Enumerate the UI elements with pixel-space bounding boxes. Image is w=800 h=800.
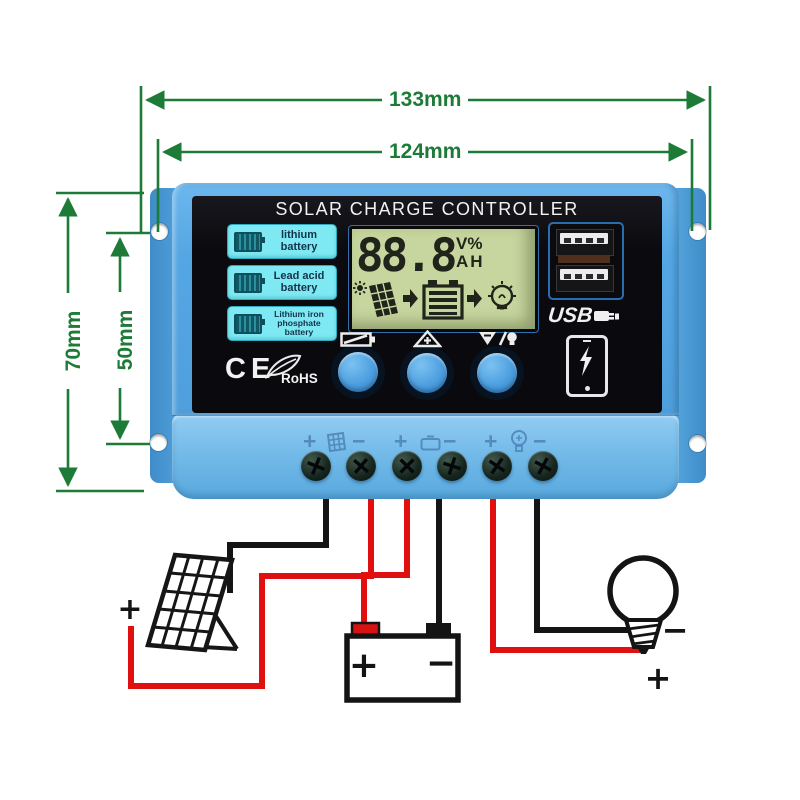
up-plus-icon — [413, 330, 442, 348]
lcd-value: 88.8 — [355, 228, 456, 282]
mounting-hole-bottom-left — [149, 433, 167, 451]
dim-label-133mm: 133mm — [382, 87, 469, 113]
load-positive-wire — [490, 494, 640, 653]
terminal-screw-2 — [346, 451, 376, 481]
load-terminal-plus: + — [484, 428, 498, 454]
solar-positive-wire — [128, 494, 374, 689]
terminal-screw-4 — [437, 451, 467, 481]
terminal-screw-3 — [392, 451, 422, 481]
solar-terminal-plus: + — [303, 428, 317, 454]
sun-icon — [353, 281, 367, 295]
terminal-screw-1 — [301, 451, 331, 481]
solar-panel-icon — [369, 282, 398, 317]
usb-plug-icon — [594, 311, 619, 321]
down-button — [477, 353, 517, 393]
battery-icon — [234, 231, 265, 252]
battery-plus-label: + — [348, 645, 380, 686]
battery-icon — [234, 313, 265, 334]
usb-label: USB — [546, 304, 594, 327]
lcd-unit-volt-percent: V% — [456, 234, 483, 253]
solar-terminal-minus: − — [352, 428, 366, 454]
lightning-icon — [580, 346, 592, 376]
load-minus-label: − — [661, 611, 689, 649]
solar-panel-drawing — [145, 552, 239, 653]
mounting-hole-top-right — [688, 222, 706, 240]
usb-port-1 — [556, 229, 614, 256]
arrow-right-icon — [403, 289, 418, 308]
arrow-right-icon — [467, 289, 482, 308]
leaf-icon — [265, 354, 302, 379]
battery-icon — [422, 280, 464, 320]
usb-tongue — [560, 269, 608, 280]
dim-label-124mm: 124mm — [382, 139, 469, 165]
solar-plus-label: + — [117, 592, 143, 627]
load-plus-label: + — [644, 659, 672, 697]
ce-mark: CE — [225, 353, 276, 385]
solar-panel-terminal-icon — [326, 431, 347, 453]
dim-label-70mm: 70mm — [61, 293, 87, 389]
usb-tongue — [560, 233, 608, 244]
terminal-section — [172, 414, 679, 499]
mounting-hole-bottom-right — [688, 434, 706, 452]
usb-divider — [558, 255, 610, 263]
light-terminal-icon — [511, 430, 527, 452]
light-bulb-drawing — [607, 555, 679, 654]
battery-terminal-icon — [420, 435, 441, 451]
mode-button — [338, 352, 378, 392]
light-bulb-icon — [488, 281, 516, 310]
battery-terminal-plus: + — [394, 428, 408, 454]
usb-ports — [548, 222, 624, 300]
down-light-icon — [479, 331, 517, 346]
product-title: SOLAR CHARGE CONTROLLER — [275, 199, 579, 219]
terminal-screw-6 — [528, 451, 558, 481]
battery-terminal-minus: − — [443, 428, 457, 454]
load-terminal-minus: − — [533, 428, 547, 454]
battery-minus-label: − — [425, 643, 457, 684]
battery-status-icon — [340, 332, 375, 347]
battery-icon — [234, 272, 265, 293]
load-negative-wire — [534, 494, 628, 633]
lcd-flow-icons — [353, 280, 516, 320]
terminal-screw-5 — [482, 451, 512, 481]
lcd-unit-amp-hour: AH — [456, 252, 485, 271]
dim-label-50mm: 50mm — [113, 292, 139, 388]
battery-drawing — [344, 621, 461, 703]
mounting-hole-top-left — [150, 222, 168, 240]
usb-port-2 — [556, 265, 614, 292]
rohs-label: RoHS — [281, 371, 318, 386]
up-button — [407, 353, 447, 393]
phone-charging-icon — [566, 335, 608, 397]
battery-positive-wire — [361, 494, 410, 626]
